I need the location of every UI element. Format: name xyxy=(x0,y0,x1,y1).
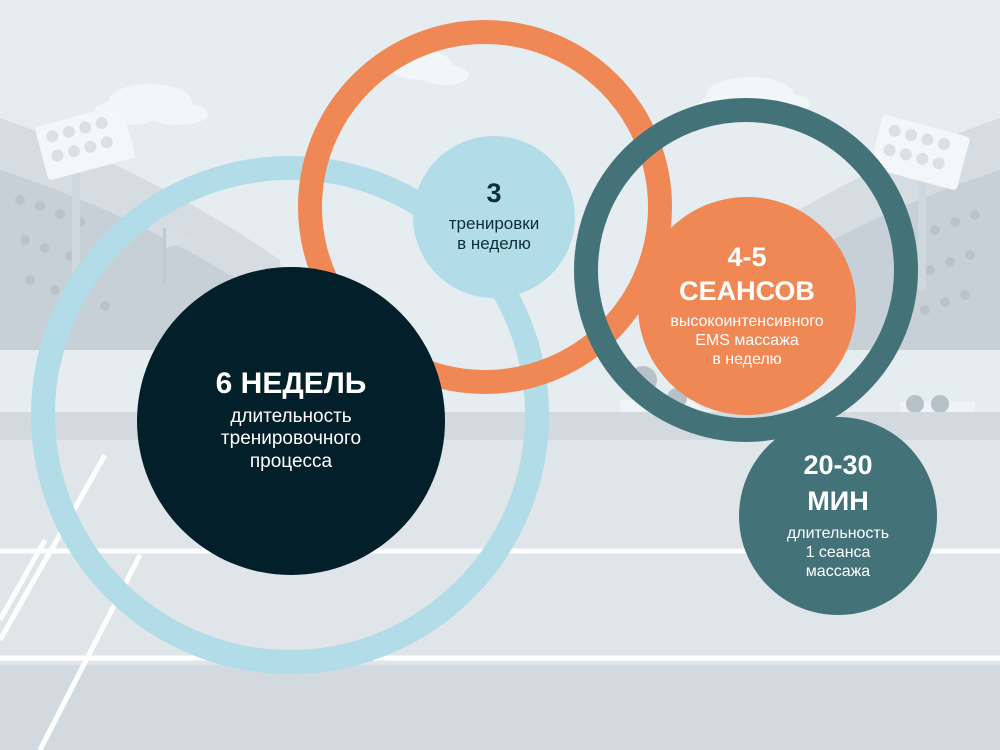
weeks-line-3: процесса xyxy=(249,451,333,473)
sessions-line-3: в неделю xyxy=(712,350,782,368)
weeks-line-1: длительность xyxy=(230,405,352,427)
minutes-value-2: МИН xyxy=(807,486,869,517)
flag-icon xyxy=(163,228,200,283)
minutes-line-2: 1 сеанса xyxy=(805,543,871,561)
sessions-value-2: СЕАНСОВ xyxy=(679,276,815,307)
orange-ring xyxy=(298,20,672,394)
bubble-minutes: 20-30 МИН длительность 1 сеанса массажа xyxy=(739,417,937,615)
teal-ring xyxy=(574,98,918,442)
weeks-line-2: тренировочного xyxy=(220,428,362,450)
minutes-value-1: 20-30 xyxy=(803,449,873,480)
floodlight-icon xyxy=(35,105,135,280)
light-blue-ring xyxy=(31,156,549,674)
crowd-right xyxy=(920,210,980,315)
bubble-sessions: 4-5 СЕАНСОВ высокоинтенсивного EMS масса… xyxy=(638,197,856,415)
sessions-line-2: EMS массажа xyxy=(695,331,799,349)
trainings-value: 3 xyxy=(486,178,502,209)
minutes-line-1: длительность xyxy=(786,524,890,542)
trainings-line-2: в неделю xyxy=(457,234,531,254)
weeks-value: 6 НЕДЕЛЬ xyxy=(215,367,367,401)
bubble-trainings: 3 тренировки в неделю xyxy=(413,136,575,298)
sessions-line-1: высокоинтенсивного xyxy=(670,312,824,330)
bubble-weeks: 6 НЕДЕЛЬ длительность тренировочного про… xyxy=(137,267,445,575)
sessions-value-1: 4-5 xyxy=(727,241,767,272)
trainings-line-1: тренировки xyxy=(448,213,540,233)
floodlight-icon xyxy=(870,115,970,290)
minutes-line-3: массажа xyxy=(805,562,871,580)
